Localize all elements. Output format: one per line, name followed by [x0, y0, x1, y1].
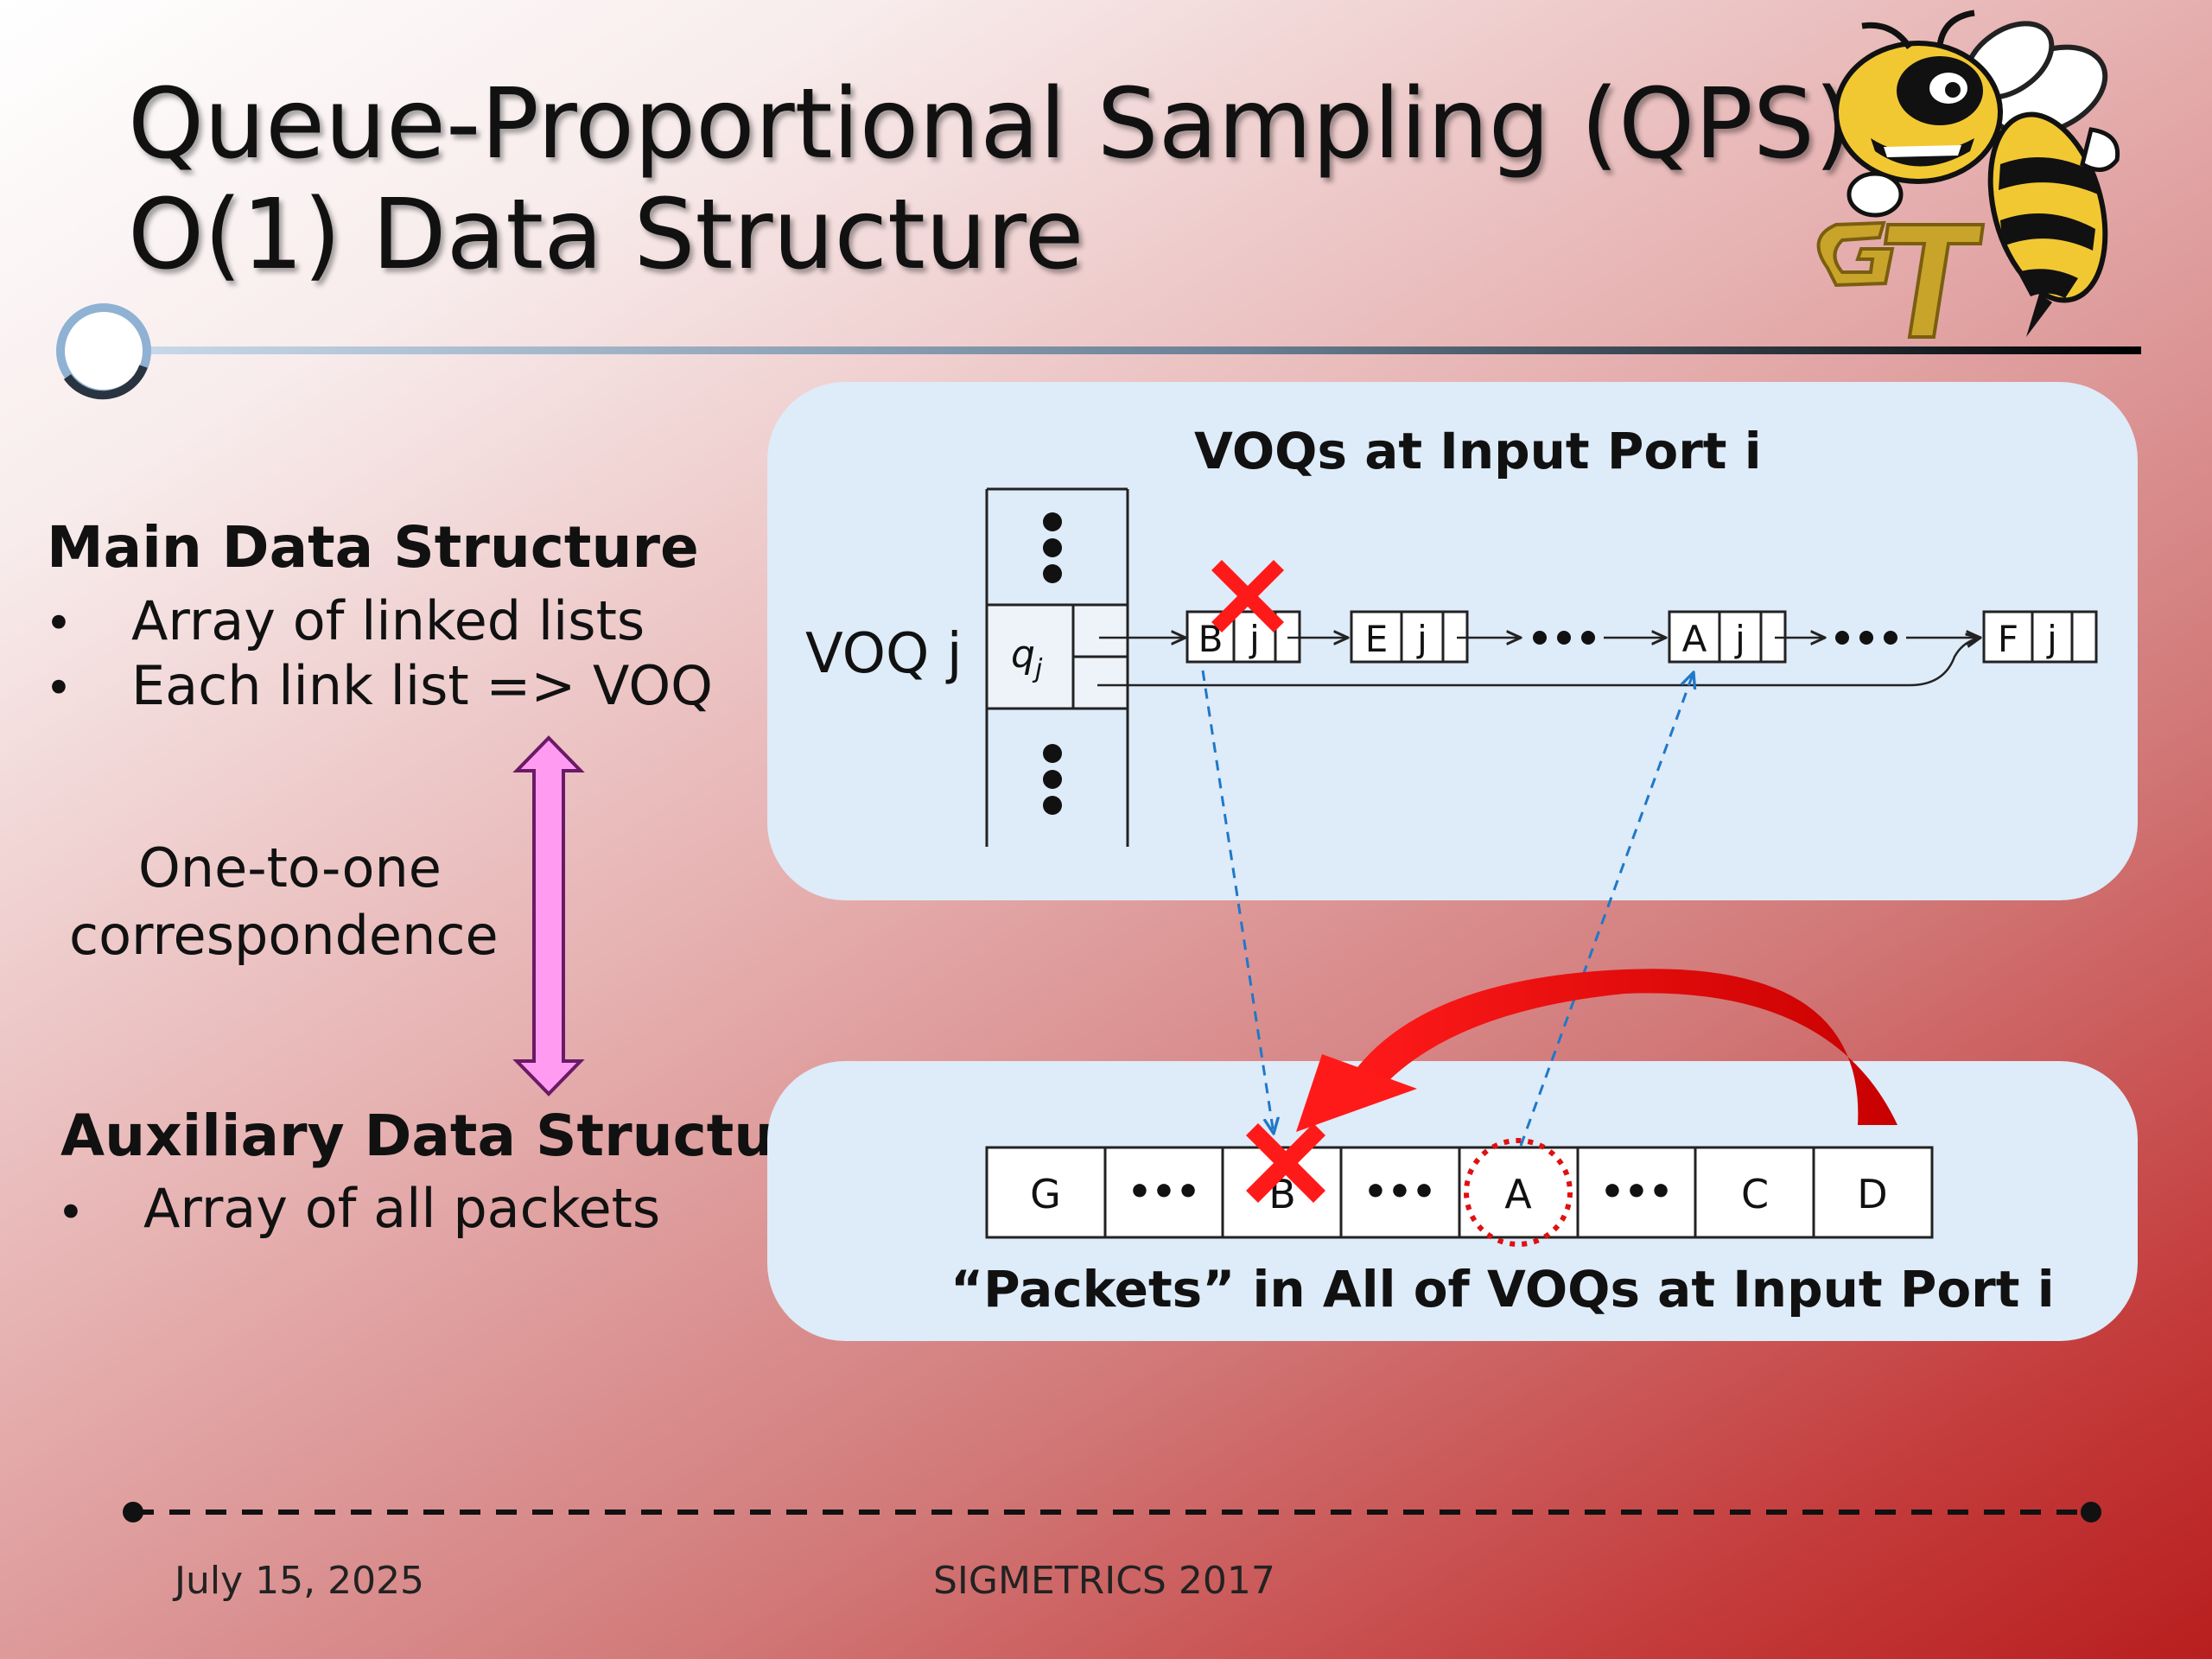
- aux-bullet-1: Array of all packets: [143, 1177, 661, 1240]
- array-cell: •••: [1600, 1170, 1673, 1214]
- array-cell: •••: [1363, 1170, 1436, 1214]
- footer-rule: [123, 1502, 2101, 1522]
- main-bullet-dot-2: •: [45, 661, 73, 715]
- array-cell: C: [1741, 1171, 1769, 1217]
- array-cell: A: [1504, 1171, 1532, 1217]
- footer-date: July 15, 2025: [175, 1559, 425, 1603]
- svg-text:A: A: [1682, 618, 1707, 660]
- svg-text:E: E: [1365, 618, 1389, 660]
- packet-array: G ••• B ••• A ••• C D: [985, 1146, 1934, 1239]
- title-line-1: Queue-Proportional Sampling (QPS):: [128, 68, 1885, 181]
- array-cell: G: [1030, 1171, 1061, 1217]
- ellipsis-dot: [1043, 512, 1062, 531]
- aux-bullet-dot-1: •: [57, 1185, 85, 1240]
- list-node-a: A j: [1668, 610, 1787, 664]
- correspondence-line-2: correspondence: [69, 904, 499, 967]
- svg-text:j: j: [2046, 618, 2057, 660]
- voq-panel-title: VOQs at Input Port i: [1194, 422, 1762, 480]
- voq-label: VOQ j: [805, 622, 963, 686]
- highlight-circle: [1464, 1138, 1573, 1247]
- voq-array: [985, 487, 1129, 847]
- svg-text:F: F: [1998, 618, 2018, 660]
- aux-panel-title: “Packets” in All of VOQs at Input Port i: [950, 1260, 2055, 1319]
- main-bullet-2: Each link list => VOQ: [131, 654, 713, 717]
- ellipsis-dot: [1043, 564, 1062, 583]
- gt-logo-icon: [1816, 220, 1986, 339]
- red-x-icon: [1246, 1123, 1325, 1203]
- aux-structure-heading: Auxiliary Data Structure: [60, 1103, 842, 1169]
- array-cell: •••: [1128, 1170, 1200, 1214]
- title-line-2: O(1) Data Structure: [128, 179, 1084, 291]
- ellipsis-dot: [1043, 796, 1062, 815]
- list-node-b: B j: [1185, 610, 1301, 664]
- main-bullet-dot-1: •: [45, 596, 73, 651]
- main-structure-heading: Main Data Structure: [47, 514, 699, 581]
- queue-symbol: qj: [1011, 632, 1043, 684]
- ellipsis-dot: [1043, 770, 1062, 789]
- slide-title: Queue-Proportional Sampling (QPS): O(1) …: [128, 69, 1885, 290]
- ellipsis-dot: [1043, 538, 1062, 557]
- yellow-jacket-mascot-icon: [1816, 10, 2120, 339]
- svg-text:j: j: [1249, 618, 1260, 660]
- title-divider: [56, 303, 2141, 400]
- main-bullet-1: Array of linked lists: [131, 589, 645, 652]
- correspondence-line-1: One-to-one: [138, 836, 442, 899]
- curved-arrow-icon: [1296, 969, 1897, 1132]
- list-node-f: F j: [1982, 610, 2098, 664]
- footer-event: SIGMETRICS 2017: [933, 1559, 1275, 1603]
- ellipsis-dot: [1043, 744, 1062, 763]
- list-node-e: E j: [1350, 610, 1469, 664]
- array-cell: D: [1857, 1171, 1887, 1217]
- svg-text:j: j: [1416, 618, 1427, 660]
- double-arrow-icon: [512, 735, 585, 1096]
- svg-text:j: j: [1734, 618, 1745, 660]
- red-x-icon: [1211, 560, 1284, 632]
